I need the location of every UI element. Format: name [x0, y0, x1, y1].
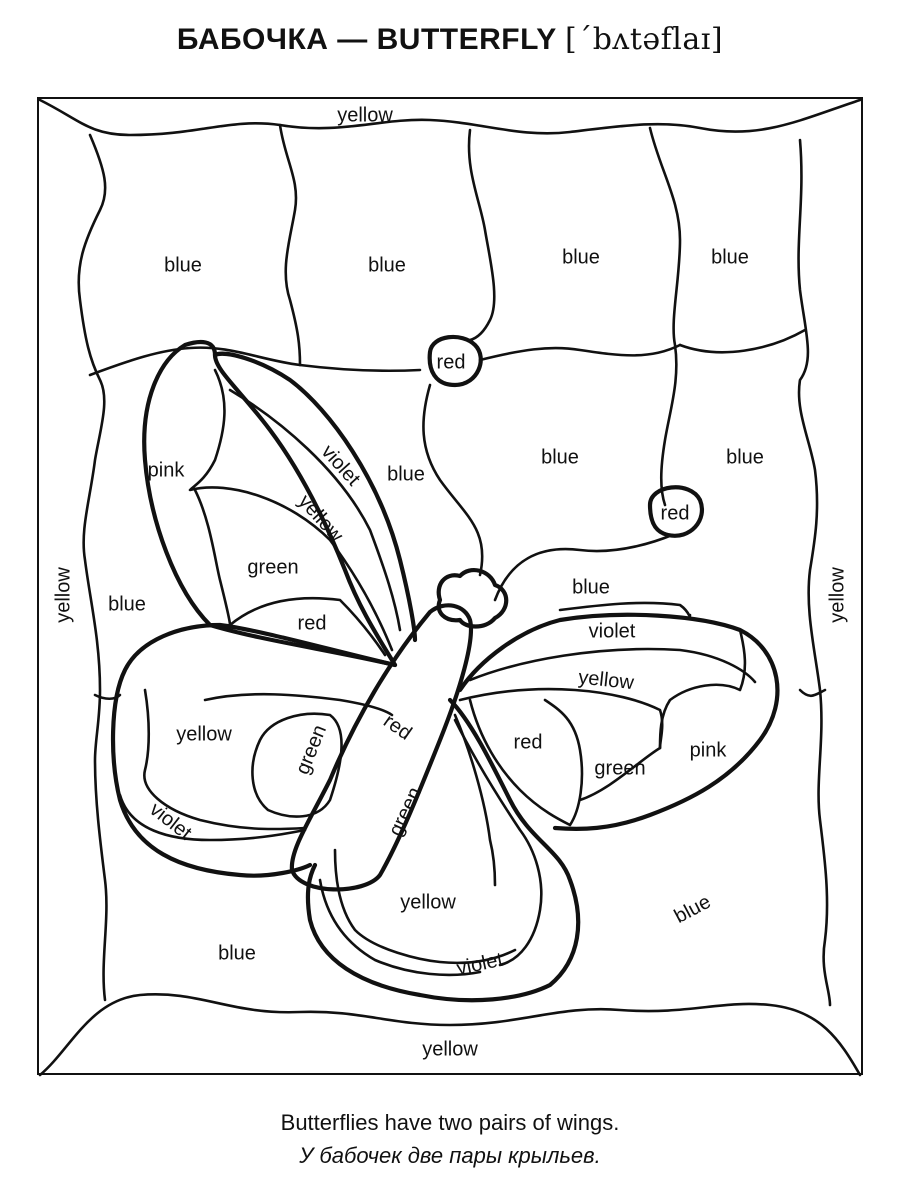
label-blue-1: blue [164, 254, 202, 276]
stem-line-to-red [422, 383, 484, 577]
label-bottom-yellow: yellow [422, 1038, 478, 1060]
label-body-red: red [379, 710, 415, 745]
vertical-line-a [278, 123, 302, 367]
label-blue-2: blue [368, 254, 406, 276]
bottom-wave-line [38, 993, 862, 1077]
background-grid-lines [38, 98, 862, 1077]
title-dash: — [337, 23, 368, 56]
vertical-line-b [467, 128, 496, 342]
top-wave-line [38, 98, 862, 137]
color-labels: yellow blue blue blue blue red blue blue… [52, 104, 848, 1060]
label-lrw-violet: violet [455, 949, 506, 980]
upper-middle-line [88, 343, 682, 377]
label-right-yellow: yellow [826, 567, 848, 623]
label-urw-pink: pink [690, 739, 728, 761]
label-blue-9: blue [108, 593, 146, 615]
coloring-frame [37, 97, 863, 1075]
antenna-line-right [493, 533, 674, 602]
label-ulw-pink: pink [148, 459, 186, 481]
butterfly-head [436, 567, 509, 629]
label-llw-yellow: yellow [176, 723, 232, 745]
label-body-green: green [385, 784, 427, 840]
upper-right-wing [457, 612, 780, 832]
label-blue-3: blue [562, 246, 600, 268]
title-transcription: [ˊbʌtəflaɪ] [565, 22, 724, 57]
lower-right-wing [305, 697, 581, 1003]
label-left-yellow: yellow [52, 567, 74, 623]
page-title: БАБОЧКА — BUTTERFLY [ˊbʌtəflaɪ] [0, 22, 900, 57]
label-urw-violet: violet [589, 620, 636, 642]
label-top-yellow: yellow [337, 104, 393, 126]
label-blue-4: blue [711, 246, 749, 268]
label-blue-11: blue [671, 891, 715, 928]
label-llw-green: green [292, 722, 332, 778]
vertical-line-c [648, 126, 682, 507]
blue-cell-bottom-line [558, 601, 692, 618]
label-ulw-green: green [247, 556, 298, 578]
caption-russian: У бабочек две пары крыльев. [299, 1143, 601, 1168]
label-blue-10: blue [218, 942, 256, 964]
butterfly-body [289, 603, 474, 892]
label-ulw-yellow: yellow [294, 491, 348, 547]
label-blue-6: blue [541, 446, 579, 468]
label-ulw-red: red [298, 612, 327, 634]
label-lrw-yellow: yellow [400, 891, 456, 913]
right-vertical-line [797, 138, 832, 1007]
label-urw-green: green [594, 757, 645, 779]
title-russian: БАБОЧКА [176, 23, 329, 56]
right-middle-line [678, 328, 807, 354]
label-blue-7: blue [726, 446, 764, 468]
label-red-2: red [661, 502, 690, 524]
title-english: BUTTERFLY [376, 23, 557, 56]
right-lower-line [798, 688, 827, 698]
caption-english: Butterflies have two pairs of wings. [280, 1110, 620, 1135]
lower-left-wing [110, 622, 398, 878]
label-blue-8: blue [572, 576, 610, 598]
upper-left-wing [142, 339, 418, 668]
label-blue-5: blue [387, 463, 425, 485]
label-red-1: red [437, 351, 466, 373]
label-urw-red: red [514, 731, 543, 753]
red-circle-top [427, 334, 483, 388]
red-circle-right [647, 485, 704, 538]
left-vertical-line [77, 133, 108, 1002]
